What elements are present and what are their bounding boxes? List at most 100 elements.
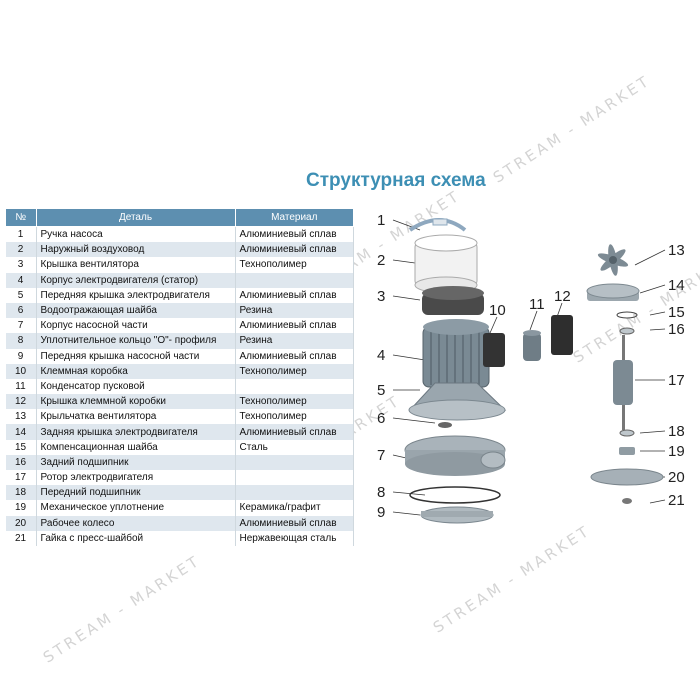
callout-8: 8	[377, 484, 385, 501]
part-name-cell: Крыльчатка вентилятора	[36, 409, 236, 425]
material-cell: Алюминиевый сплав	[235, 348, 354, 364]
part-name-cell: Водоотражающая шайба	[36, 302, 236, 319]
part-name-cell: Передний подшипник	[36, 485, 236, 501]
material-cell: Технополимер	[235, 409, 354, 425]
part-number-cell: 12	[5, 394, 37, 410]
exploded-view-diagram: 1 2 3 4 5 6 7 8 9 10 11 12 13 14 15 16 1…	[377, 212, 685, 524]
part-number-cell: 19	[5, 500, 37, 516]
part-number-cell: 9	[5, 348, 37, 364]
part-name-cell: Наружный воздуховод	[36, 242, 236, 258]
watermark-text: STREAM - MARKET	[429, 521, 594, 637]
rotor	[613, 335, 633, 430]
callout-14: 14	[668, 277, 685, 294]
callout-3: 3	[377, 288, 385, 305]
material-cell	[235, 378, 354, 395]
rear-bearing	[619, 327, 635, 335]
leader-lines	[392, 219, 666, 516]
material-cell	[235, 485, 354, 501]
callout-18: 18	[668, 423, 685, 440]
part-name-cell: Передняя крышка электродвигателя	[36, 287, 236, 303]
callout-5: 5	[377, 382, 385, 399]
callout-4: 4	[377, 347, 385, 364]
part-number-cell: 8	[5, 333, 37, 349]
callout-16: 16	[668, 321, 685, 338]
material-cell: Керамика/графит	[235, 500, 354, 516]
mechanical-seal	[619, 447, 635, 455]
part-name-cell: Крышка вентилятора	[36, 257, 236, 273]
part-number-cell: 2	[5, 242, 37, 258]
page-title: Структурная схема	[306, 170, 486, 191]
callout-6: 6	[377, 410, 385, 427]
material-cell: Сталь	[235, 439, 354, 455]
compensation-washer	[616, 311, 638, 319]
callout-21: 21	[668, 492, 685, 509]
part-number-cell: 6	[5, 302, 37, 319]
material-cell	[235, 470, 354, 486]
callout-13: 13	[668, 242, 685, 259]
terminal-box-cover	[551, 315, 573, 355]
part-number-cell: 21	[5, 530, 37, 546]
column-header-number: №	[5, 208, 37, 227]
callout-10: 10	[489, 302, 506, 319]
part-number-cell: 5	[5, 287, 37, 303]
part-number-cell: 4	[5, 272, 37, 288]
part-number-cell: 20	[5, 515, 37, 531]
material-cell: Алюминиевый сплав	[235, 242, 354, 258]
fan-cover	[422, 286, 484, 315]
watermark-text: STREAM - MARKET	[489, 71, 654, 187]
material-cell: Алюминиевый сплав	[235, 424, 354, 440]
callout-15: 15	[668, 304, 685, 321]
motor-rear-cover	[586, 283, 640, 301]
part-name-cell: Корпус насосной части	[36, 318, 236, 334]
callout-17: 17	[668, 372, 685, 389]
material-cell: Алюминиевый сплав	[235, 318, 354, 334]
callout-9: 9	[377, 504, 385, 521]
o-ring	[409, 486, 501, 504]
part-number-cell: 11	[5, 378, 37, 395]
material-cell: Технополимер	[235, 394, 354, 410]
part-number-cell: 13	[5, 409, 37, 425]
impeller	[590, 468, 664, 486]
callout-1: 1	[377, 212, 385, 229]
callout-20: 20	[668, 469, 685, 486]
terminal-box	[483, 333, 505, 367]
part-name-cell: Ручка насоса	[36, 226, 236, 243]
material-cell: Нержавеющая сталь	[235, 530, 354, 546]
part-name-cell: Задний подшипник	[36, 454, 236, 470]
column-header-material: Материал	[234, 208, 354, 227]
start-capacitor	[523, 330, 541, 361]
callout-19: 19	[668, 443, 685, 460]
column-header-part: Деталь	[35, 208, 236, 227]
material-cell: Резина	[235, 333, 354, 349]
part-name-cell: Гайка с пресс-шайбой	[36, 530, 236, 546]
front-bearing	[619, 429, 635, 437]
part-number-cell: 7	[5, 318, 37, 334]
part-number-cell: 3	[5, 257, 37, 273]
part-name-cell: Клеммная коробка	[36, 363, 236, 379]
callout-labels: 1 2 3 4 5 6 7 8 9 10 11 12 13 14 15 16 1…	[377, 212, 685, 521]
callout-11: 11	[529, 296, 545, 313]
part-number-cell: 1	[5, 226, 37, 243]
pump-handle	[408, 218, 467, 232]
callout-7: 7	[377, 447, 385, 464]
material-cell	[235, 454, 354, 470]
part-number-cell: 16	[5, 454, 37, 470]
